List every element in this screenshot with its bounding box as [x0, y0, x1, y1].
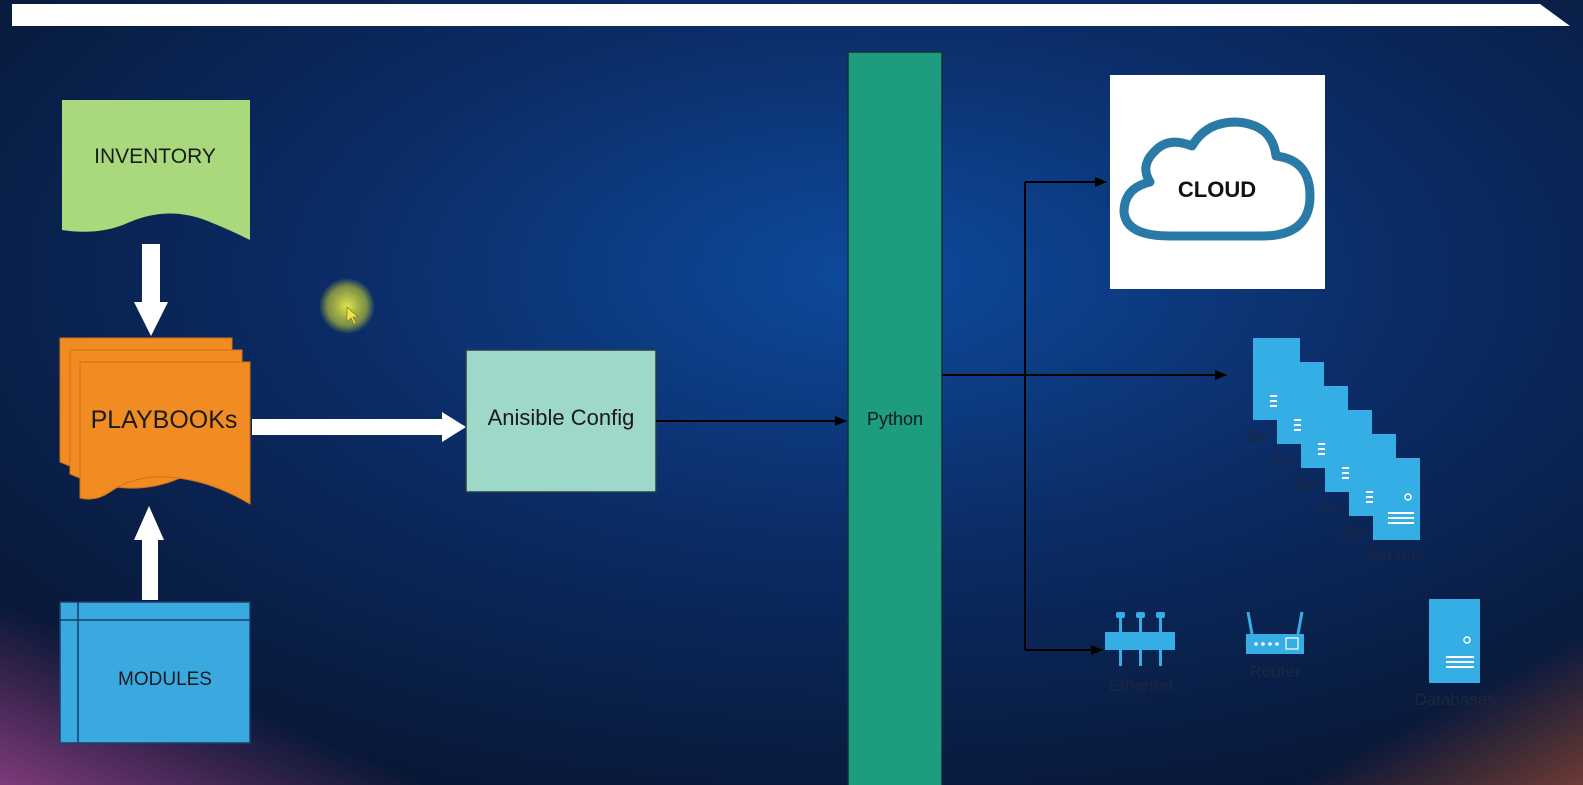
cloud-label: CLOUD: [1178, 177, 1256, 202]
inventory-to-playbooks-arrow: [134, 244, 168, 336]
mouse-cursor: [319, 278, 375, 334]
playbooks-node: PLAYBOOKs: [59, 337, 251, 505]
pointer-icon: [346, 306, 359, 325]
inventory-label: INVENTORY: [94, 145, 216, 168]
server-icon: [1373, 458, 1420, 540]
servers-group: Se Se Se Se: [1246, 338, 1425, 564]
server-stack-label: Se: [1246, 427, 1267, 446]
databases-label: Databases: [1414, 690, 1495, 709]
python-node: Python: [847, 51, 943, 785]
python-fanout-connectors: [942, 177, 1227, 655]
databases-device: Databases: [1414, 599, 1496, 709]
router-device: Router: [1246, 611, 1304, 681]
modules-node: MODULES: [59, 601, 251, 744]
modules-label: MODULES: [118, 669, 212, 690]
server-stack-label: Se: [1342, 523, 1363, 542]
database-server-icon: [1429, 599, 1480, 683]
playbooks-label: PLAYBOOKs: [91, 406, 238, 434]
router-label: Router: [1249, 662, 1300, 681]
servers-label: Servers: [1367, 545, 1426, 564]
python-label: Python: [867, 409, 923, 429]
top-white-bar: [12, 4, 1570, 26]
ethernet-device: Ethernet: [1105, 612, 1175, 695]
server-stack-label: Se: [1294, 475, 1315, 494]
server-stack-label: Se: [1318, 499, 1339, 518]
ethernet-label: Ethernet: [1109, 676, 1174, 695]
ethernet-switch-icon: [1105, 612, 1175, 666]
cloud-node: CLOUD: [1110, 75, 1325, 289]
ansible-config-label: Anisible Config: [488, 405, 635, 430]
router-icon: [1246, 611, 1304, 654]
playbooks-to-config-arrow: [252, 412, 466, 442]
cloud-icon: [1119, 117, 1315, 241]
ansible-config-node: Anisible Config: [465, 349, 657, 493]
inventory-node: INVENTORY: [62, 100, 250, 240]
modules-to-playbooks-arrow: [134, 506, 164, 600]
server-stack-label: Se: [1270, 451, 1291, 470]
